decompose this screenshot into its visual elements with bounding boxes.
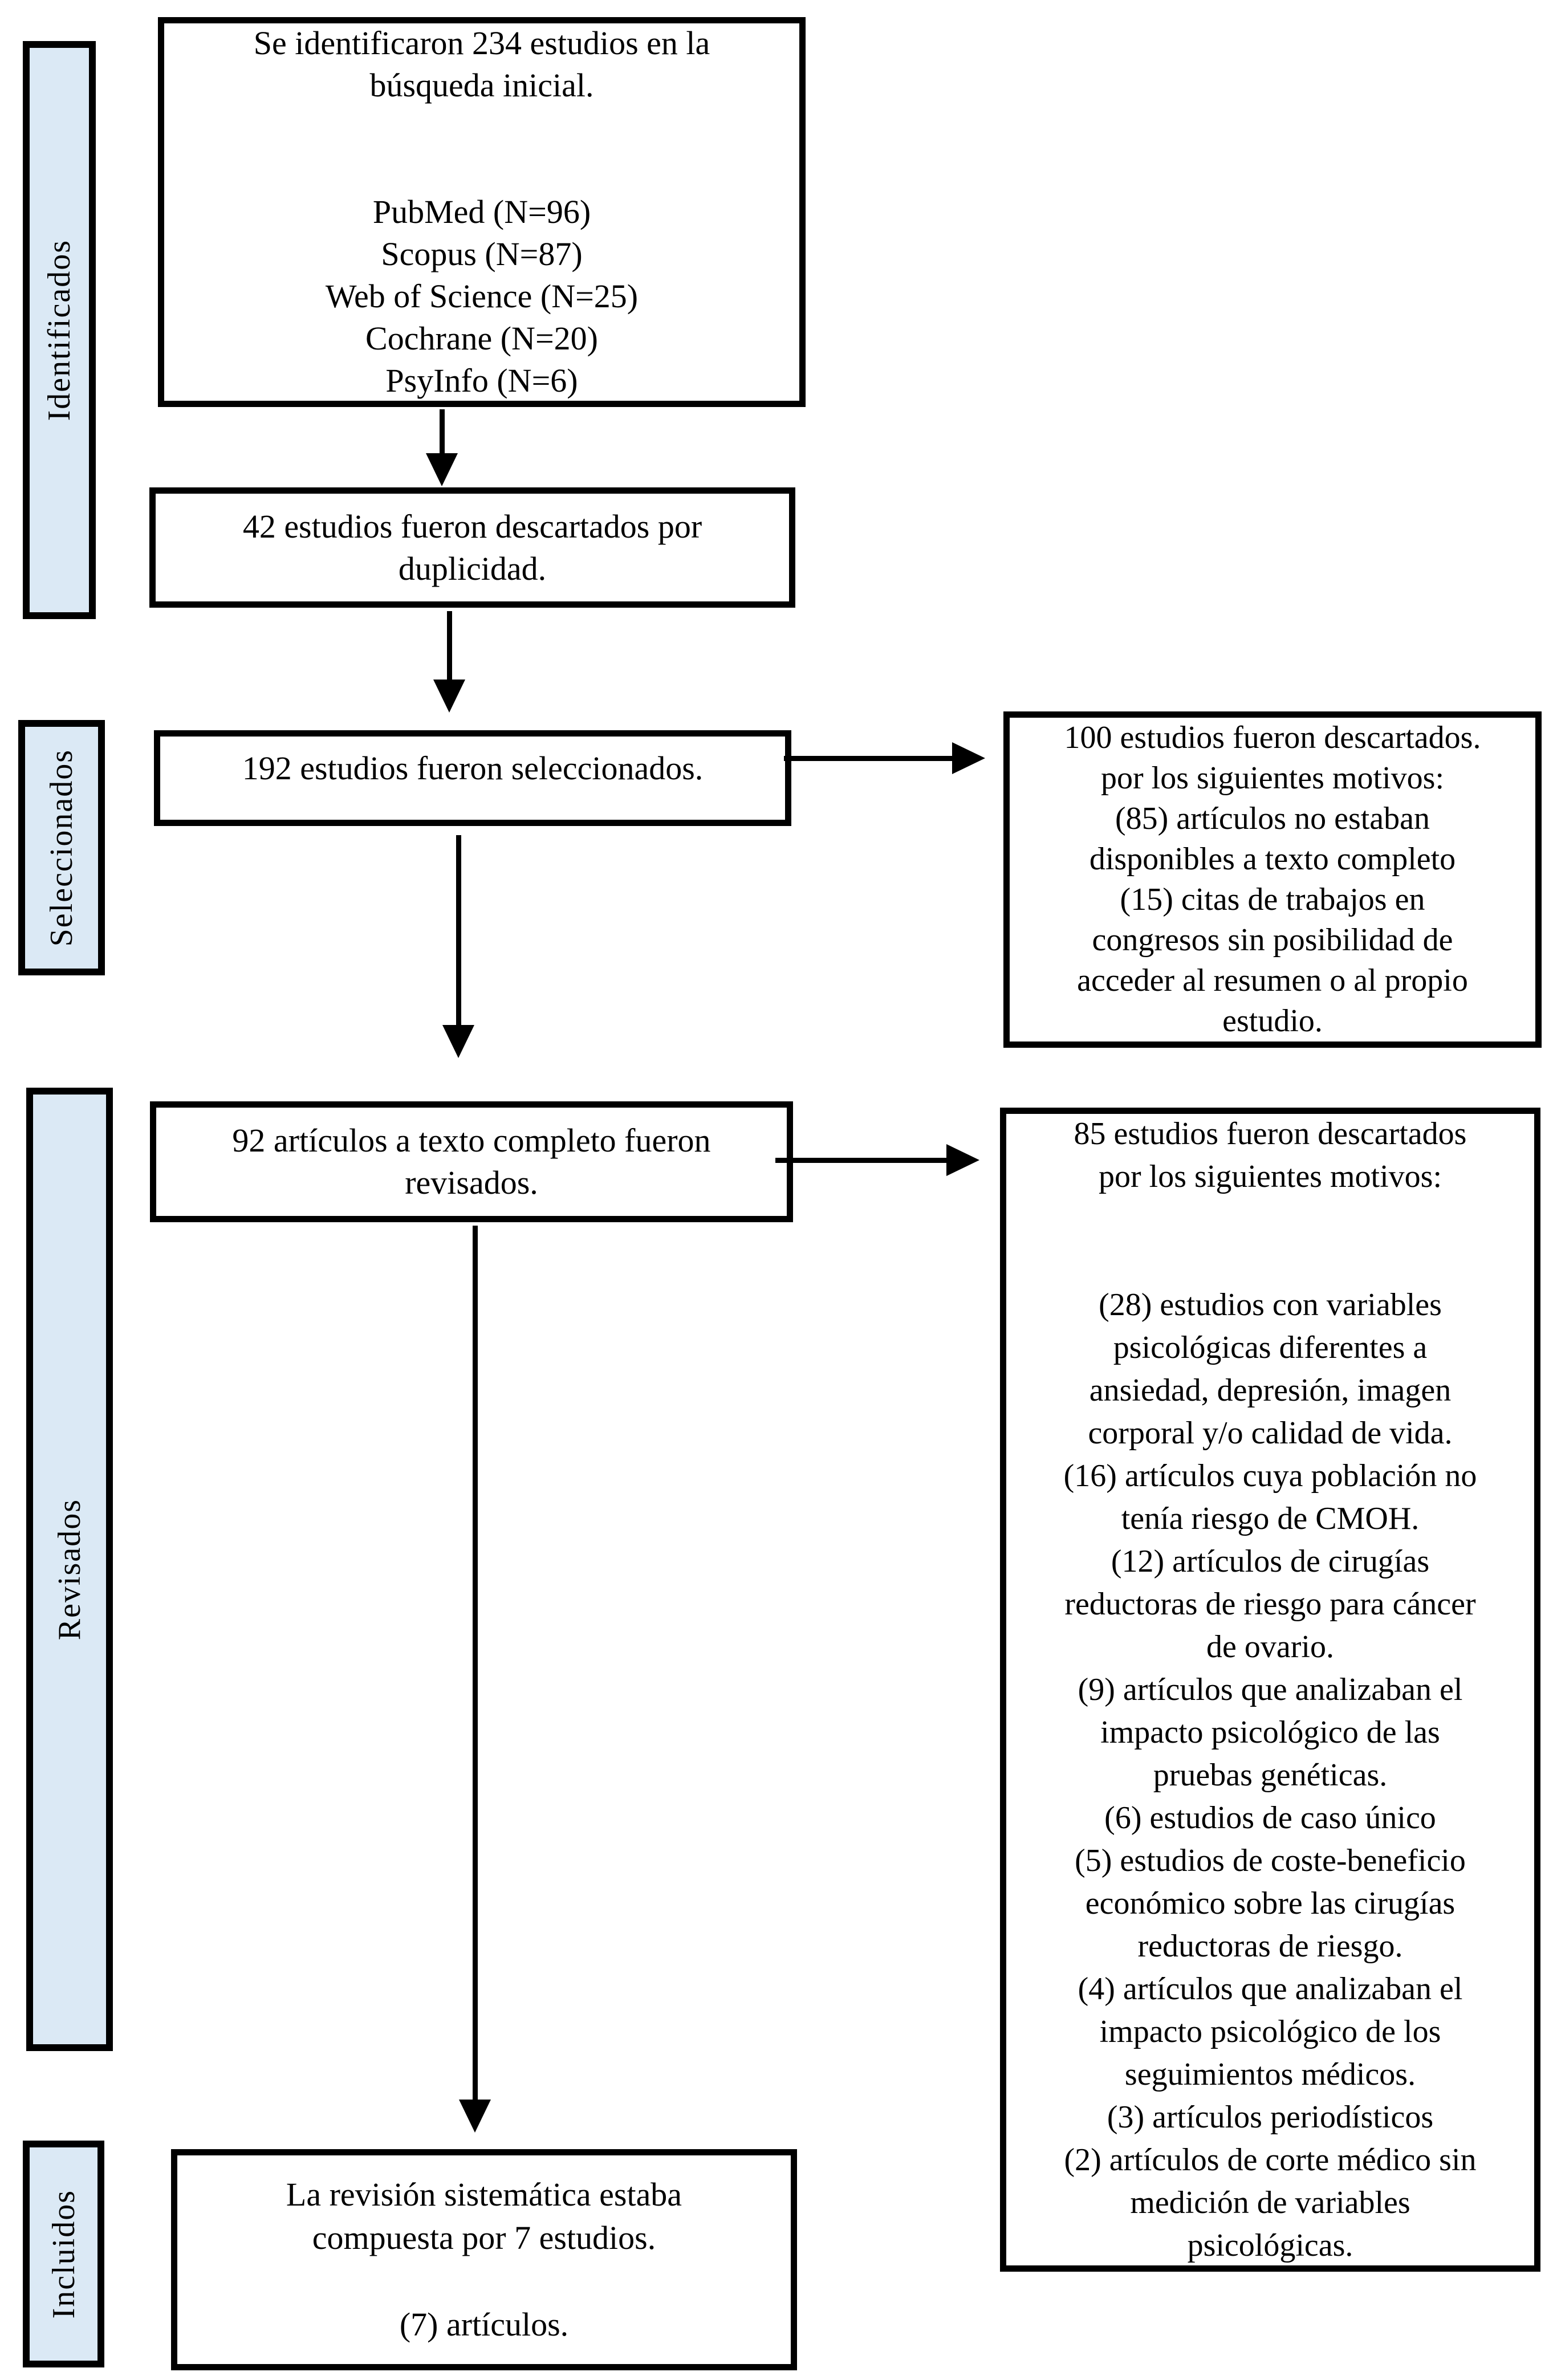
arrow-fulltext-to-exclusions: [775, 1158, 949, 1163]
box-fulltext-exclusions: 85 estudios fueron descartados por los s…: [1000, 1108, 1540, 2272]
stage-label-revisados: Revisados: [26, 1088, 113, 2051]
arrow-selected-to-fulltext: [456, 835, 461, 1026]
box-studies-selected: 192 estudios fueron seleccionados.: [154, 730, 791, 826]
arrowhead-down-icon: [433, 680, 465, 713]
box-included-studies: La revisión sistemática estaba compuesta…: [171, 2149, 797, 2370]
box-screening-exclusions: 100 estudios fueron descartados. por los…: [1003, 711, 1542, 1048]
arrow-identified-to-duplicates: [440, 409, 445, 455]
arrow-fulltext-to-included: [473, 1226, 478, 2101]
box-duplicates-text: 42 estudios fueron descartados por dupli…: [242, 507, 702, 587]
stage-label-text: Incluidos: [46, 2189, 82, 2319]
box-identified-text: Se identificaron 234 estudios en la búsq…: [253, 25, 710, 399]
box-fulltext-reviewed-text: 92 artículos a texto completo fueron rev…: [232, 1122, 711, 1201]
box-fulltext-reviewed: 92 artículos a texto completo fueron rev…: [150, 1101, 793, 1222]
arrow-duplicates-to-selected: [447, 611, 452, 681]
arrowhead-down-icon: [459, 2100, 491, 2133]
stage-label-text: Identificados: [42, 239, 77, 421]
stage-label-incluidos: Incluidos: [23, 2141, 104, 2367]
stage-label-seleccionados: Seleccionados: [18, 720, 105, 975]
box-screened-text: 192 estudios fueron seleccionados.: [242, 750, 704, 787]
stage-label-text: Seleccionados: [44, 748, 79, 947]
stage-label-identificados: Identificados: [23, 41, 96, 619]
arrow-selected-to-exclusions: [784, 756, 955, 761]
arrowhead-down-icon: [426, 453, 458, 486]
arrowhead-right-icon: [952, 742, 985, 774]
box-screening-exclusions-text: 100 estudios fueron descartados. por los…: [1064, 720, 1481, 1039]
box-fulltext-exclusions-text: 85 estudios fueron descartados por los s…: [1063, 1116, 1477, 2263]
box-included-text: La revisión sistemática estaba compuesta…: [286, 2176, 682, 2343]
arrowhead-right-icon: [946, 1144, 979, 1176]
stage-label-text: Revisados: [52, 1498, 87, 1641]
box-duplicates-removed: 42 estudios fueron descartados por dupli…: [149, 487, 795, 608]
arrowhead-down-icon: [442, 1025, 474, 1058]
box-identified-studies: Se identificaron 234 estudios en la búsq…: [158, 17, 806, 407]
